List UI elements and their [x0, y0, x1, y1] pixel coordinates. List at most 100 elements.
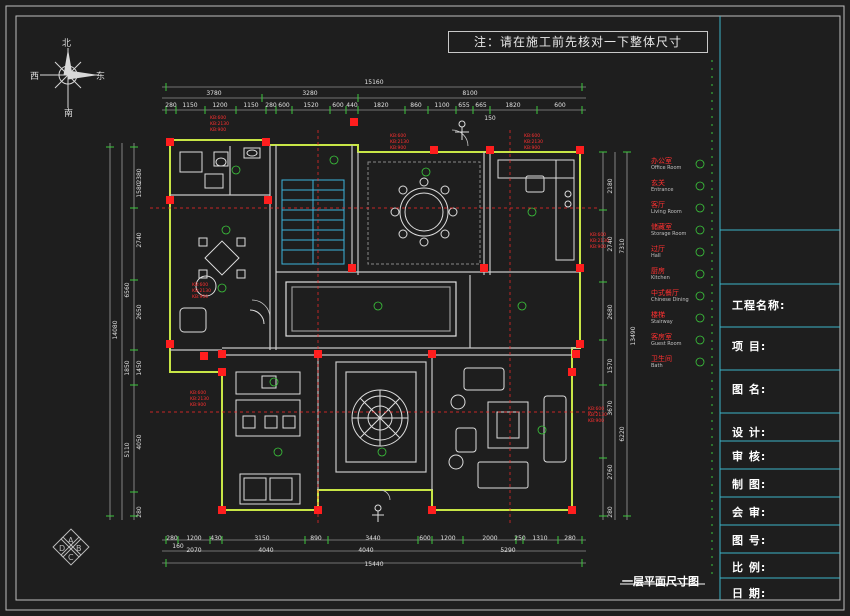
- elevation-tag: KB:2130: [590, 238, 609, 244]
- title-block-review: 审 核:: [732, 450, 767, 463]
- dim-top-row2: 1820: [505, 102, 520, 109]
- room-legend-en: Living Room: [651, 209, 682, 215]
- sheet-inner-border: [15, 15, 841, 601]
- dim-left-row2: 2650: [136, 304, 143, 319]
- dim-top-row2: 860: [410, 102, 422, 109]
- elevation-tag: KB:2130: [390, 139, 409, 145]
- dim-bottom-row2: 3150: [254, 535, 269, 542]
- dim-top-row2: 1150: [243, 102, 258, 109]
- dim-right-row2: 2680: [607, 304, 614, 319]
- dim-bottom-row1: 4040: [358, 547, 373, 554]
- dimension-ticks: [106, 83, 631, 567]
- svg-text:D: D: [59, 544, 65, 553]
- dim-left-row2: 4050: [136, 434, 143, 449]
- living-room-furniture: [448, 367, 567, 489]
- dim-top-row1: 8100: [462, 90, 477, 97]
- title-block-project_name: 工程名称:: [732, 299, 786, 312]
- room-legend-en: Hall: [651, 253, 661, 259]
- dim-bottom-total: 15440: [364, 561, 383, 568]
- construction-note: 注：请在施工前先核对一下整体尺寸: [448, 31, 708, 53]
- legend-index-circle: [695, 181, 705, 191]
- dim-top-row2: 1150: [182, 102, 197, 109]
- dim-left-row2: 1580: [136, 182, 143, 197]
- dim-top-row2: 440: [346, 102, 358, 109]
- room-legend-en: Bath: [651, 363, 663, 369]
- elevation-tag: KB:2130: [210, 121, 229, 127]
- dim-top-row1: 3780: [206, 90, 221, 97]
- dining-table: [367, 161, 481, 265]
- title-block-date: 日 期:: [732, 587, 767, 600]
- room-legend-en: Kitchen: [651, 275, 670, 281]
- section-lines: [150, 130, 600, 525]
- elevation-tag: KB:600: [210, 115, 226, 121]
- title-block-scale: 比 例:: [732, 561, 767, 574]
- legend-index-circle: [695, 203, 705, 213]
- dim-bottom-row1: 4040: [258, 547, 273, 554]
- svg-text:B: B: [76, 544, 82, 553]
- dim-bottom-row2: 280: [166, 535, 178, 542]
- room-legend-en: Chinese Dining: [651, 297, 689, 303]
- dim-right-row2: 1570: [607, 358, 614, 373]
- elevation-tag: KB:2130: [588, 412, 607, 418]
- elevation-tag: KB:2130: [524, 139, 543, 145]
- elevation-tag: KB:900: [210, 127, 226, 133]
- room-legend-cn: 楼梯: [651, 311, 665, 319]
- room-legend-cn: 厨房: [651, 267, 665, 275]
- elevation-tag: KB:2130: [192, 288, 211, 294]
- entrance-medallion: [351, 389, 409, 447]
- dim-top-row2: 280: [265, 102, 277, 109]
- dim-right-total: 13490: [630, 326, 637, 345]
- room-legend-cn: 卫生间: [651, 355, 672, 363]
- svg-text:C: C: [68, 553, 74, 562]
- room-legend-cn: 客厅: [651, 201, 665, 209]
- dim-bottom-row2: 600: [419, 535, 431, 542]
- entry-figure-icon: [372, 120, 469, 522]
- legend-index-circle: [695, 291, 705, 301]
- dim-left-row1: 5110: [124, 442, 131, 457]
- stairway: [281, 179, 345, 265]
- dim-right-row2: 3670: [607, 400, 614, 415]
- dim-left-total: 14080: [112, 320, 119, 339]
- kitchen-fixtures: [497, 159, 575, 261]
- dim-right-row1: 6220: [619, 426, 626, 441]
- room-legend-cn: 中式餐厅: [651, 289, 679, 297]
- legend-index-circle: [695, 335, 705, 345]
- dim-top-mid: 150: [484, 115, 496, 122]
- elevation-tag: KB:600: [524, 133, 540, 139]
- dim-bottom-row2: 1310: [532, 535, 547, 542]
- dim-bottom-row1: 2070: [186, 547, 201, 554]
- title-block-countersign: 会 审:: [732, 506, 767, 519]
- dim-bottom-row2: 890: [310, 535, 322, 542]
- brand-logo: D A B C: [52, 528, 90, 566]
- title-block-drawing_name: 图 名:: [732, 383, 767, 396]
- dim-bottom-row2: 250: [514, 535, 526, 542]
- elevation-tag: KB:900: [390, 145, 406, 151]
- compass-south-label: 南: [64, 109, 74, 119]
- legend-index-circle: [695, 313, 705, 323]
- elevation-tag: KB:900: [524, 145, 540, 151]
- dim-bottom-row2: 2000: [482, 535, 497, 542]
- dim-top-row2: 600: [554, 102, 566, 109]
- elevation-tag: KB:600: [192, 282, 208, 288]
- plan-title: 一层平面尺寸图: [622, 575, 699, 588]
- guest-room-furniture: [235, 371, 301, 505]
- dim-left-row1: 6560: [124, 282, 131, 297]
- room-legend-cn: 储藏室: [651, 223, 672, 231]
- room-legend-cn: 过厅: [651, 245, 665, 253]
- dim-top-total: 15160: [364, 79, 383, 86]
- dim-bottom-row2: 3440: [365, 535, 380, 542]
- title-block: [620, 16, 840, 600]
- elevation-tag: KB:900: [588, 418, 604, 424]
- room-tag-markers: [217, 155, 547, 457]
- elevation-tag: KB:2130: [190, 396, 209, 402]
- dimension-lines: [109, 86, 628, 564]
- elevation-tag: KB:600: [588, 406, 604, 412]
- floor-plan: [150, 118, 600, 525]
- dim-bottom-small: 160: [172, 543, 184, 550]
- elevation-tag: KB:900: [190, 402, 206, 408]
